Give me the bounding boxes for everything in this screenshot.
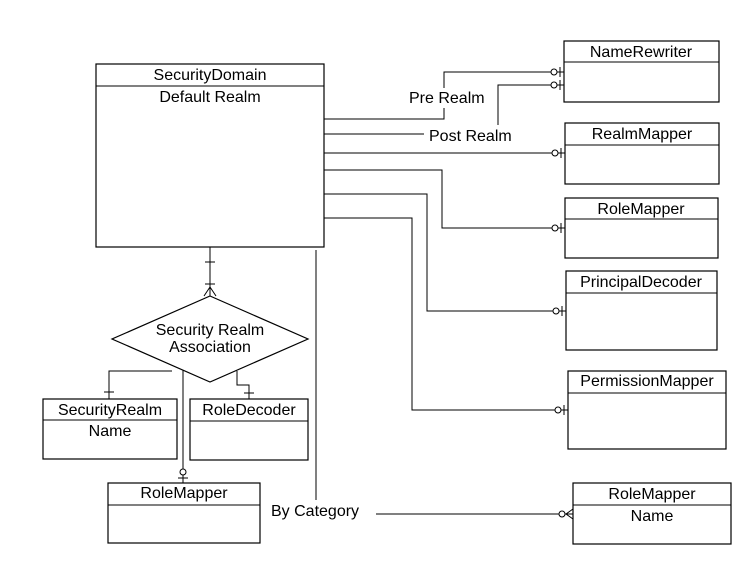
entity-attribute: Name (89, 423, 132, 440)
zero-marker (558, 510, 566, 518)
role-mapper-connector (324, 169, 565, 229)
entity-title: SecurityRealm (58, 402, 162, 419)
entity-title: RoleMapper (597, 201, 685, 218)
entity-name-rewriter[interactable]: NameRewriter (563, 40, 720, 103)
entity-role-mapper-right[interactable]: RoleMapper (564, 197, 719, 259)
entity-permission-mapper[interactable]: PermissionMapper (567, 370, 727, 450)
entity-title: RealmMapper (592, 126, 693, 143)
principal-decoder-connector (324, 193, 566, 312)
crowfoot-marker (565, 508, 574, 520)
crowfoot-marker (203, 286, 217, 297)
entity-title: RoleMapper (140, 485, 228, 502)
security-realm-association[interactable]: Security Realm Association (110, 295, 310, 383)
entity-security-realm[interactable]: SecurityRealm Name (42, 398, 178, 460)
association-label-line1: Security Realm (156, 322, 264, 339)
cardinality-markers (104, 67, 574, 520)
entity-title: NameRewriter (590, 44, 693, 61)
entity-attribute: Name (631, 508, 674, 525)
entity-title: PermissionMapper (580, 373, 714, 390)
entity-role-decoder[interactable]: RoleDecoder (189, 398, 309, 461)
entity-security-domain[interactable]: SecurityDomain Default Realm (95, 63, 325, 248)
association-label-line2: Association (169, 339, 251, 356)
permission-mapper-connector (324, 217, 568, 411)
label-background (268, 500, 374, 522)
entity-principal-decoder[interactable]: PrincipalDecoder (565, 270, 718, 351)
entity-title: PrincipalDecoder (580, 274, 703, 291)
association-role-decoder-connector (236, 371, 250, 399)
association-security-realm-connector (108, 370, 172, 399)
post-realm-connector-riser (497, 84, 564, 125)
post-realm-label: Post Realm (429, 128, 512, 145)
label-background (426, 125, 522, 145)
by-category-label: By Category (271, 503, 359, 520)
zero-marker (179, 468, 187, 476)
entity-attribute: Default Realm (159, 89, 260, 106)
pre-realm-label: Pre Realm (409, 90, 485, 107)
entity-realm-mapper[interactable]: RealmMapper (564, 122, 720, 185)
zero-marker (551, 149, 559, 157)
entity-role-mapper-bottom-left[interactable]: RoleMapper (107, 482, 261, 544)
relationship-labels: Pre Realm Post Realm By Category (268, 88, 522, 522)
connector-lines (108, 71, 573, 515)
zero-marker (552, 307, 560, 315)
entity-title: RoleMapper (608, 486, 696, 503)
zero-marker (551, 224, 559, 232)
entity-role-mapper-by-category[interactable]: RoleMapper Name (572, 482, 732, 545)
zero-marker (550, 81, 558, 89)
zero-marker (550, 68, 558, 76)
zero-marker (554, 406, 562, 414)
entity-title: SecurityDomain (154, 67, 267, 84)
entity-title: RoleDecoder (202, 402, 296, 419)
label-background (406, 88, 496, 108)
